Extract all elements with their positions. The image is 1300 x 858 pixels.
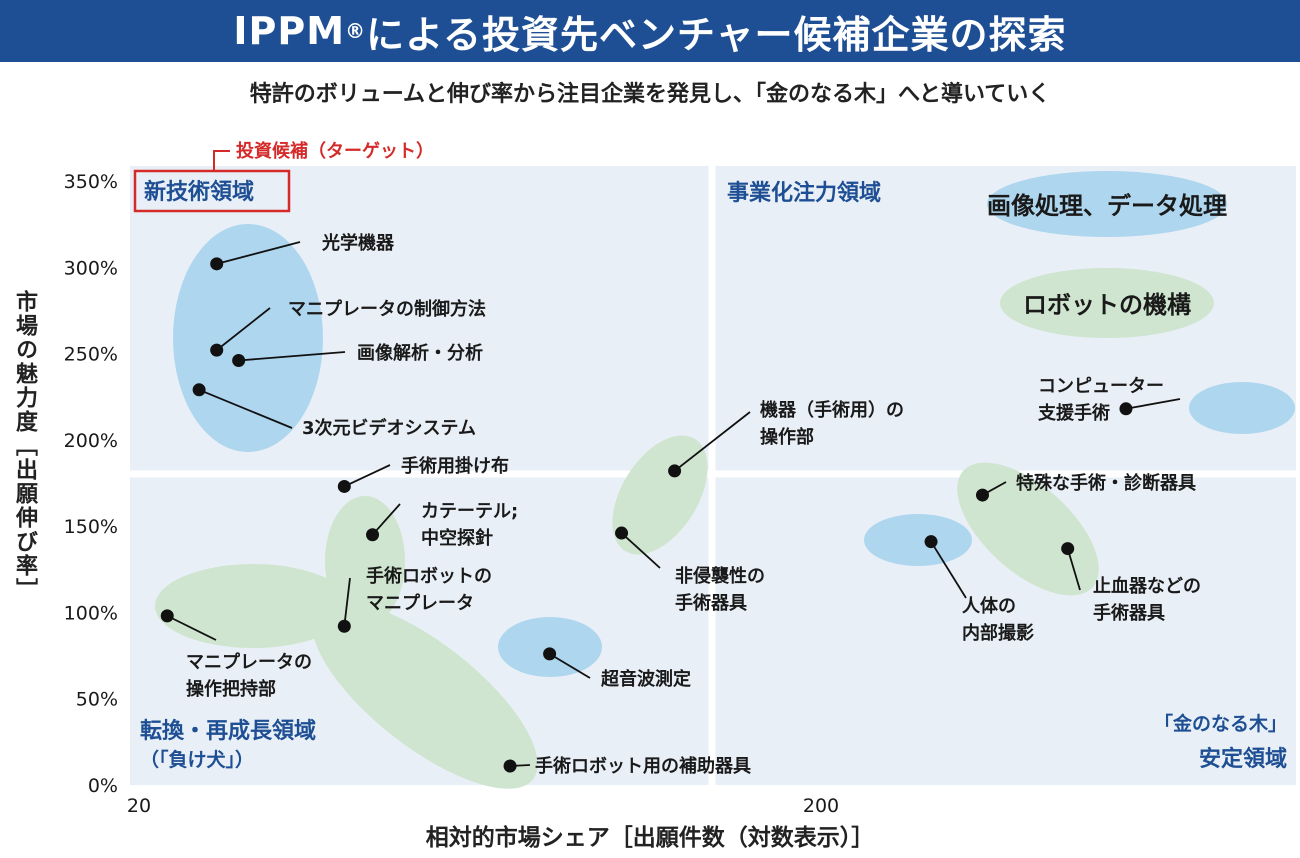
point-label: 特殊な手術・診断器具 [1016, 472, 1196, 494]
quadrant-label-turnaround: 転換・再成長領域 [140, 718, 316, 744]
leader-line [371, 503, 401, 536]
leader-line [198, 388, 293, 429]
point-label: カテーテル; [421, 501, 518, 522]
quadrant-label-commercial: 事業化注力領域 [727, 180, 881, 206]
point-label: 内部撮影 [962, 622, 1034, 644]
data-point [210, 257, 224, 271]
data-point [337, 479, 351, 493]
leader-line [620, 532, 661, 569]
data-point [668, 464, 682, 478]
point-label: 画像解析・分析 [357, 342, 483, 364]
cluster-ellipse [1189, 382, 1295, 434]
point-label: 操作部 [760, 426, 814, 448]
data-point [210, 343, 224, 357]
cluster-ellipse [498, 617, 602, 677]
y-tick-label: 100% [64, 602, 118, 624]
leader-line [549, 653, 591, 679]
cluster-ellipse [312, 601, 538, 789]
chart-subtitle: 特許のボリュームと伸び率から注目企業を発見し、「金のなる木」へと導いていく [249, 82, 1051, 107]
data-point [366, 528, 380, 542]
y-tick-label: 50% [76, 689, 118, 711]
point-label: 人体の [962, 595, 1016, 617]
point-label: 支援手術 [1037, 402, 1110, 424]
point-label: 止血器などの [1093, 575, 1201, 597]
cluster-label: 画像処理、データ処理 [987, 192, 1227, 220]
data-point [615, 526, 629, 540]
point-label: マニプレータの制御方法 [288, 298, 486, 320]
point-label: 手術用掛け布 [401, 455, 509, 477]
cluster-label: ロボットの機構 [1023, 291, 1191, 319]
leader-line [1125, 398, 1181, 410]
point-label: 光学機器 [321, 232, 395, 254]
cluster-ellipse [957, 462, 1099, 596]
data-point [975, 488, 989, 502]
quadrant-label-stable: 安定領域 [1199, 746, 1287, 772]
point-label: 中空探針 [421, 527, 493, 549]
data-point [337, 619, 351, 633]
point-label: 3次元ビデオシステム [302, 417, 476, 439]
point-label: 手術ロボット用の補助器具 [535, 755, 751, 777]
point-label: マニプレータの [186, 651, 312, 673]
cluster-ellipse [987, 171, 1227, 237]
data-point [1061, 542, 1075, 556]
leader-line [343, 464, 391, 488]
chart-title-suffix: による投資先ベンチャー候補企業の探索 [366, 12, 1067, 57]
chart-title: IPPM®による投資先ベンチャー候補企業の探索 [0, 0, 1300, 62]
leader-line [674, 411, 751, 472]
y-tick-label: 0% [88, 775, 118, 797]
point-label: 超音波測定 [601, 668, 691, 690]
y-axis-label: 市場の魅力度［出願伸び率］ [12, 290, 37, 602]
quadrant-sublabel-dog: （「負け犬」） [140, 748, 254, 771]
data-point [503, 759, 517, 773]
data-point [1119, 402, 1133, 416]
y-tick-label: 350% [64, 171, 118, 193]
data-point [543, 647, 557, 661]
cluster-ellipse [612, 435, 708, 555]
leader-line [166, 615, 217, 641]
point-label: 手術器具 [1093, 602, 1165, 624]
data-point [160, 609, 174, 623]
y-tick-label: 250% [64, 344, 118, 366]
leader-line [1066, 548, 1081, 591]
cluster-ellipse [155, 564, 351, 648]
x-axis-label: 相対的市場シェア［出願件数（対数表示）］ [425, 825, 875, 851]
data-point [924, 535, 938, 549]
leader-line [238, 351, 346, 362]
point-label: 手術ロボットの [366, 565, 492, 587]
point-label: 非侵襲性の [675, 565, 765, 587]
cluster-ellipse [173, 224, 323, 452]
registered-mark: ® [345, 19, 367, 43]
leader-line [930, 541, 967, 599]
data-point [232, 353, 246, 367]
x-tick-label: 20 [127, 795, 151, 817]
leader-line [216, 241, 301, 265]
y-tick-label: 150% [64, 516, 118, 538]
data-point [192, 383, 206, 397]
point-label: 操作把持部 [186, 678, 276, 700]
point-label: コンピューター [1038, 376, 1164, 397]
x-tick-label: 200 [803, 795, 839, 817]
quadrant-label-new-tech: 新技術領域 [144, 179, 254, 205]
target-leader [213, 150, 230, 171]
quadrant-sublabel-cashcow: 「金のなる木」 [1154, 712, 1287, 735]
y-tick-label: 200% [64, 430, 118, 452]
leader-line [216, 307, 271, 351]
target-note: 投資候補（ターゲット） [236, 140, 434, 162]
cluster-ellipse [1000, 268, 1214, 338]
chart-title-prefix: IPPM [233, 9, 346, 53]
leader-line [343, 577, 351, 627]
cluster-ellipse [864, 514, 972, 566]
y-tick-label: 300% [64, 257, 118, 279]
target-box [133, 169, 291, 213]
point-label: 手術器具 [675, 592, 747, 614]
point-label: マニプレータ [366, 592, 474, 614]
point-label: 機器（手術用）の [760, 399, 904, 421]
